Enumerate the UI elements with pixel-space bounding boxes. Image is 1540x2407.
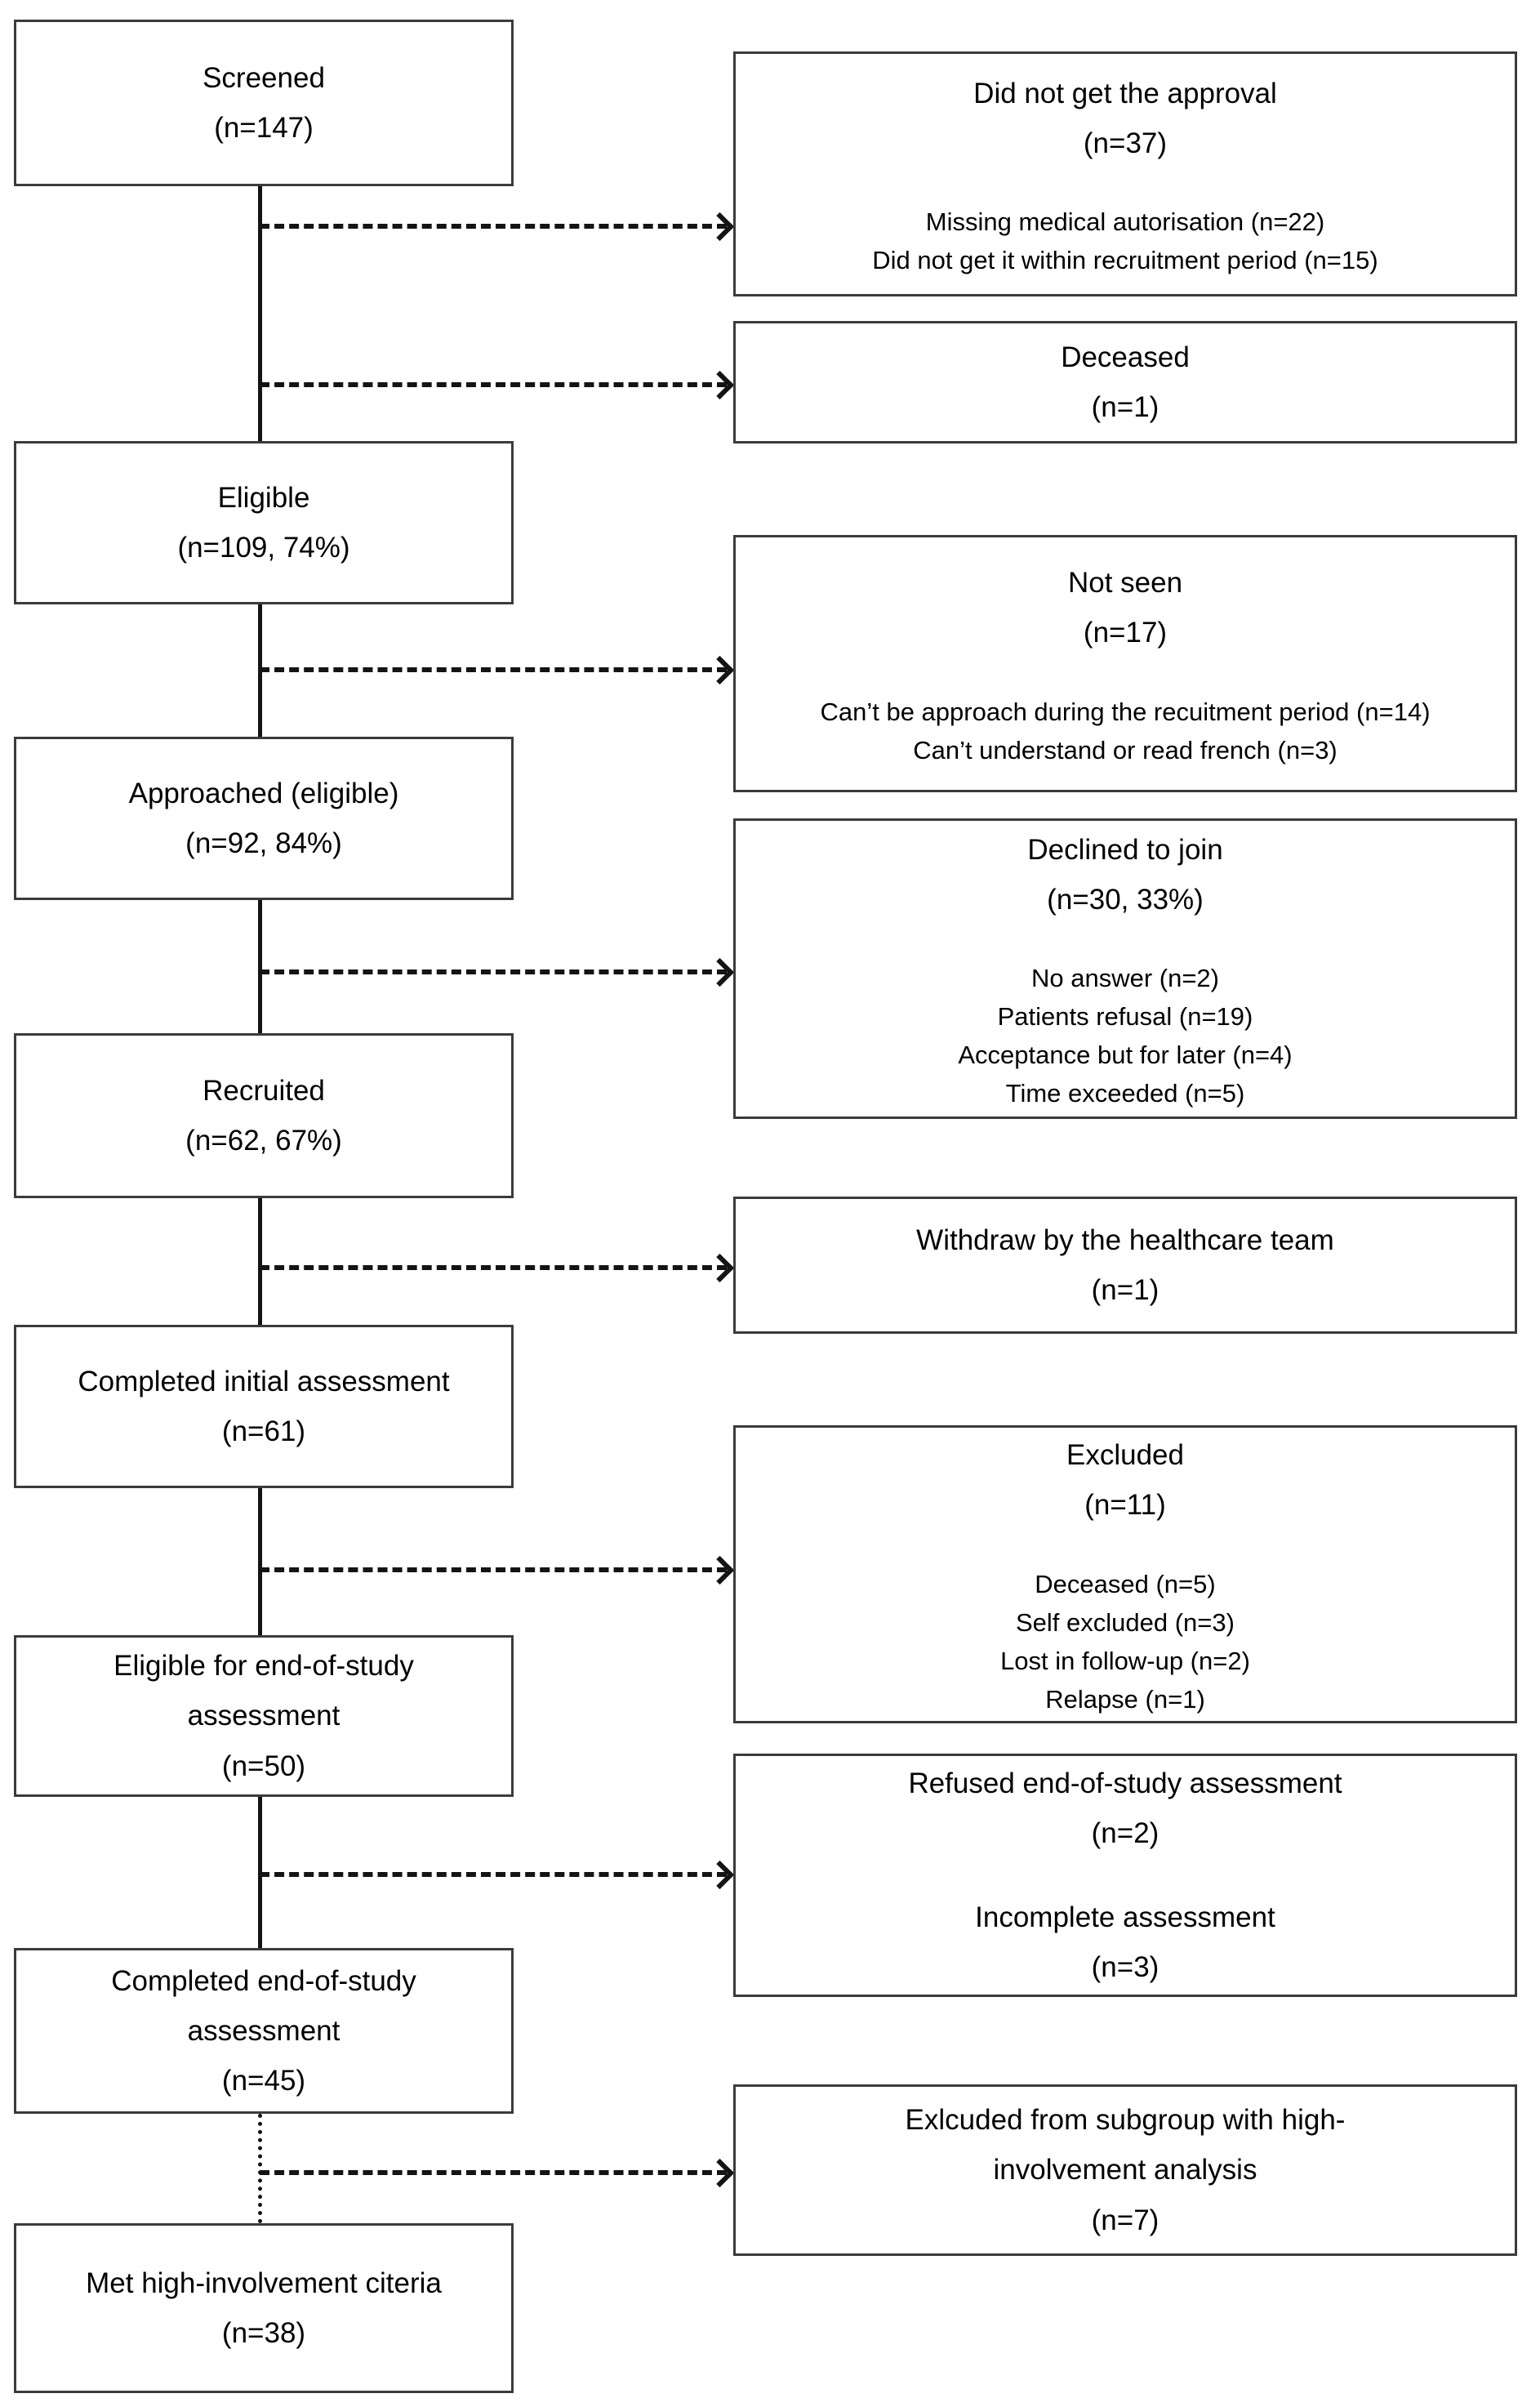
box-heading: Withdraw by the healthcare team (n=1) [916, 1215, 1334, 1316]
flow-box-screened: Screened (n=147) [14, 20, 514, 186]
detail-line: Can’t be approach during the recuitment … [820, 697, 1431, 726]
detail-line: Patients refusal (n=19) [997, 1002, 1253, 1032]
box-count: (n=17) [1083, 617, 1168, 649]
detail-line: Can’t understand or read french (n=3) [913, 735, 1337, 764]
flow-box-declined-to-join: Declined to join (n=30, 33%) No answer (… [733, 818, 1517, 1119]
flow-box-recruited: Recruited (n=62, 67%) [14, 1033, 514, 1198]
box-count: (n=37) [1083, 127, 1168, 159]
flow-box-completed-initial: Completed initial assessment (n=61) [14, 1325, 514, 1488]
box-count: (n=92, 84%) [185, 827, 342, 859]
box-title: Deceased [1061, 341, 1190, 373]
flow-box-excluded: Excluded (n=11) Deceased (n=5) Self excl… [733, 1425, 1517, 1723]
box-heading: Excluded (n=11) [1066, 1430, 1184, 1531]
box-count: (n=50) [221, 1750, 306, 1782]
flow-box-deceased: Deceased (n=1) [733, 321, 1517, 444]
flow-box-met-high-involvement: Met high-involvement citeria (n=38) [14, 2223, 514, 2393]
box-title: Refused end-of-study assessment [908, 1767, 1342, 1799]
flow-box-refused-end-of-study: Refused end-of-study assessment (n=2) In… [733, 1754, 1517, 1997]
box-heading: Did not get the approval (n=37) [973, 69, 1277, 169]
box-heading-secondary: Incomplete assessment (n=3) [975, 1892, 1275, 1993]
arrow-to-did-not-get-approval [260, 224, 727, 229]
arrow-to-excluded [260, 1567, 727, 1572]
flow-box-not-seen: Not seen (n=17) Can’t be approach during… [733, 535, 1517, 792]
box-title: Exlcuded from subgroup with high-involve… [905, 2104, 1346, 2186]
box-title: Withdraw by the healthcare team [916, 1224, 1334, 1256]
detail-line: No answer (n=2) [1030, 964, 1219, 993]
box-title: Not seen [1067, 567, 1183, 600]
flow-box-did-not-get-approval: Did not get the approval (n=37) Missing … [733, 51, 1517, 296]
arrow-to-excluded-subgroup [260, 2170, 727, 2175]
detail-line: Did not get it within recruitment period… [872, 246, 1378, 275]
detail-line: Deceased (n=5) [1035, 1569, 1216, 1598]
box-heading: Declined to join (n=30, 33%) [1027, 825, 1222, 925]
box-title: Completed end-of-study assessment [111, 1964, 416, 2047]
box-details: Can’t be approach during the recuitment … [820, 693, 1430, 769]
detail-line: Relapse (n=1) [1045, 1684, 1205, 1714]
box-title: Approached (eligible) [128, 777, 399, 809]
arrow-to-declined-to-join [260, 969, 727, 974]
box-heading: Deceased (n=1) [1061, 332, 1190, 433]
connector-initial-eligible-end [258, 1488, 262, 1635]
box-heading: Not seen (n=17) [1068, 558, 1182, 658]
box-title: Incomplete assessment [975, 1901, 1275, 1933]
arrow-to-refused-end-of-study [260, 1872, 727, 1877]
box-count: (n=30, 33%) [1047, 883, 1204, 916]
box-details: No answer (n=2) Patients refusal (n=19) … [958, 959, 1292, 1112]
box-title: Met high-involvement citeria [86, 2267, 442, 2299]
box-title: Screened [203, 61, 325, 94]
flow-box-excluded-subgroup: Exlcuded from subgroup with high-involve… [733, 2084, 1517, 2256]
box-heading: Refused end-of-study assessment (n=2) [908, 1758, 1342, 1859]
box-count: (n=61) [221, 1415, 306, 1447]
flow-box-eligible: Eligible (n=109, 74%) [14, 441, 514, 604]
box-title: Did not get the approval [973, 77, 1277, 109]
connector-recruited-initial [258, 1198, 262, 1325]
box-count: (n=109, 74%) [177, 532, 350, 564]
box-title: Declined to join [1027, 833, 1223, 866]
detail-line: Acceptance but for later (n=4) [958, 1041, 1293, 1070]
box-count: (n=45) [221, 2065, 306, 2097]
box-count: (n=1) [1091, 391, 1159, 423]
box-count: (n=1) [1091, 1274, 1159, 1306]
box-count: (n=3) [1091, 1951, 1159, 1984]
connector-completed-end-high-involvement [258, 2114, 262, 2223]
flow-box-withdraw-healthcare-team: Withdraw by the healthcare team (n=1) [733, 1197, 1517, 1334]
box-title: Eligible [217, 481, 310, 514]
detail-line: Missing medical autorisation (n=22) [925, 207, 1325, 237]
box-count: (n=2) [1091, 1816, 1159, 1849]
box-count: (n=7) [1091, 2204, 1159, 2236]
box-count: (n=38) [221, 2317, 306, 2349]
connector-approached-recruited [258, 900, 262, 1033]
flow-box-completed-end-of-study: Completed end-of-study assessment (n=45) [14, 1948, 514, 2114]
arrow-to-withdraw [260, 1265, 727, 1270]
box-title: Excluded [1066, 1439, 1184, 1472]
box-count: (n=11) [1084, 1489, 1166, 1522]
flow-box-eligible-end-of-study: Eligible for end-of-study assessment (n=… [14, 1635, 514, 1797]
box-title: Eligible for end-of-study assessment [113, 1650, 414, 1732]
box-title: Recruited [203, 1074, 325, 1107]
flow-box-approached: Approached (eligible) (n=92, 84%) [14, 737, 514, 900]
detail-line: Self excluded (n=3) [1016, 1607, 1235, 1637]
box-heading: Exlcuded from subgroup with high-involve… [860, 2095, 1391, 2245]
detail-line: Lost in follow-up (n=2) [1000, 1646, 1250, 1675]
box-title: Completed initial assessment [78, 1365, 450, 1397]
detail-line: Time exceeded (n=5) [1005, 1079, 1245, 1108]
box-count: (n=62, 67%) [185, 1125, 342, 1157]
arrow-to-not-seen [260, 667, 727, 672]
connector-screened-eligible [258, 186, 262, 441]
box-details: Deceased (n=5) Self excluded (n=3) Lost … [1000, 1565, 1250, 1718]
arrow-to-deceased [260, 382, 727, 387]
box-details: Missing medical autorisation (n=22) Did … [872, 203, 1378, 279]
box-count: (n=147) [214, 112, 314, 144]
